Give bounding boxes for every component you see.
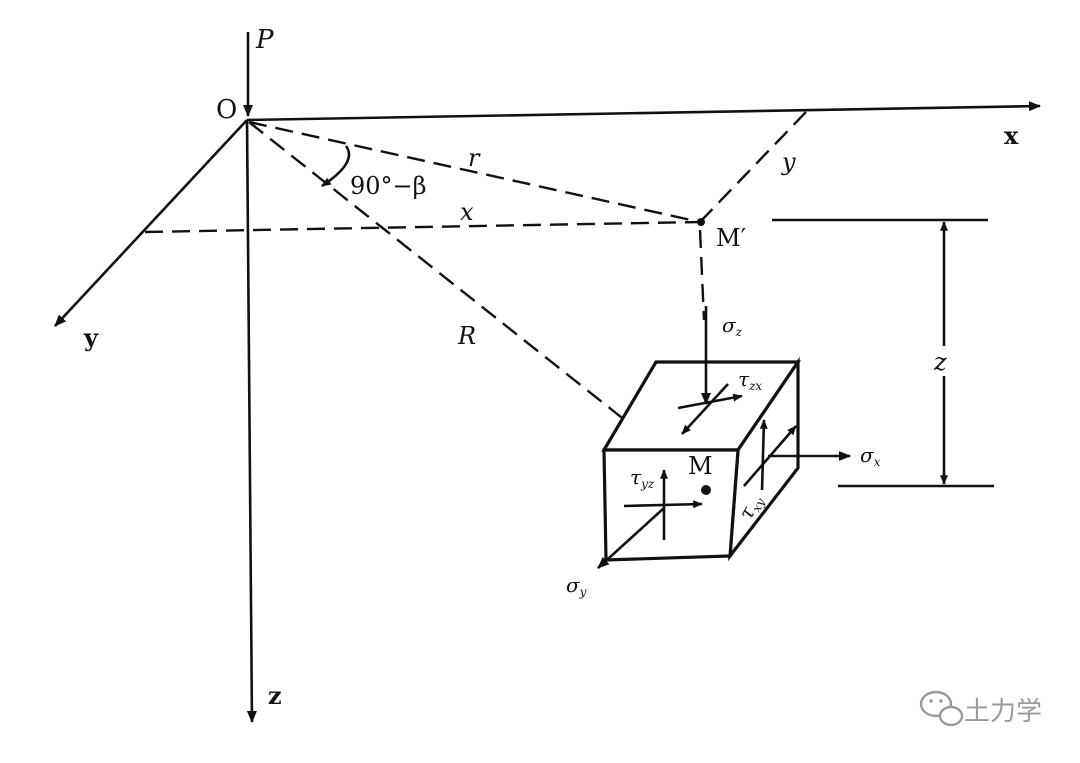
load-p-label: P xyxy=(255,25,274,55)
y-axis-line xyxy=(54,119,248,327)
r-label: r xyxy=(468,144,481,172)
tau-zx-label: τzx xyxy=(738,367,762,393)
z-axis-line xyxy=(245,119,257,723)
x-axis-label: x xyxy=(1004,121,1019,150)
angle-arc xyxy=(321,145,351,188)
sigma-y-label: σy xyxy=(566,573,587,599)
x-axis-line xyxy=(246,101,1041,122)
angle-label: 90°−β xyxy=(350,172,427,200)
m-prime-label: M′ xyxy=(716,224,746,252)
R-dashed-line xyxy=(248,121,661,449)
z-dim-label: z xyxy=(933,348,947,376)
sigma-z-label: σz xyxy=(722,313,743,339)
point-m xyxy=(701,485,711,495)
R-label: R xyxy=(457,322,476,350)
m-label: M xyxy=(688,452,713,480)
tau-xz-arrow xyxy=(759,419,768,491)
y-distance-label: y xyxy=(781,148,796,176)
x-dashed-line xyxy=(144,220,701,234)
z-axis-label: z xyxy=(268,681,282,710)
origin-label: O xyxy=(216,95,237,125)
r-dashed-line xyxy=(248,120,701,224)
x-distance-label: x xyxy=(460,198,474,226)
m-prime-point xyxy=(697,218,705,226)
tau-zy-arrow xyxy=(681,383,729,435)
sigma-y-arrow xyxy=(597,507,665,569)
z-dim-label-bg xyxy=(930,346,958,376)
wechat-icon xyxy=(919,690,964,727)
y-axis-label: y xyxy=(83,323,99,352)
vertical-dashed-line xyxy=(698,229,706,321)
sigma-x-label: σx xyxy=(860,443,881,469)
tau-yz-label: τyz xyxy=(630,465,655,491)
watermark-text: 土力学 xyxy=(964,697,1042,727)
